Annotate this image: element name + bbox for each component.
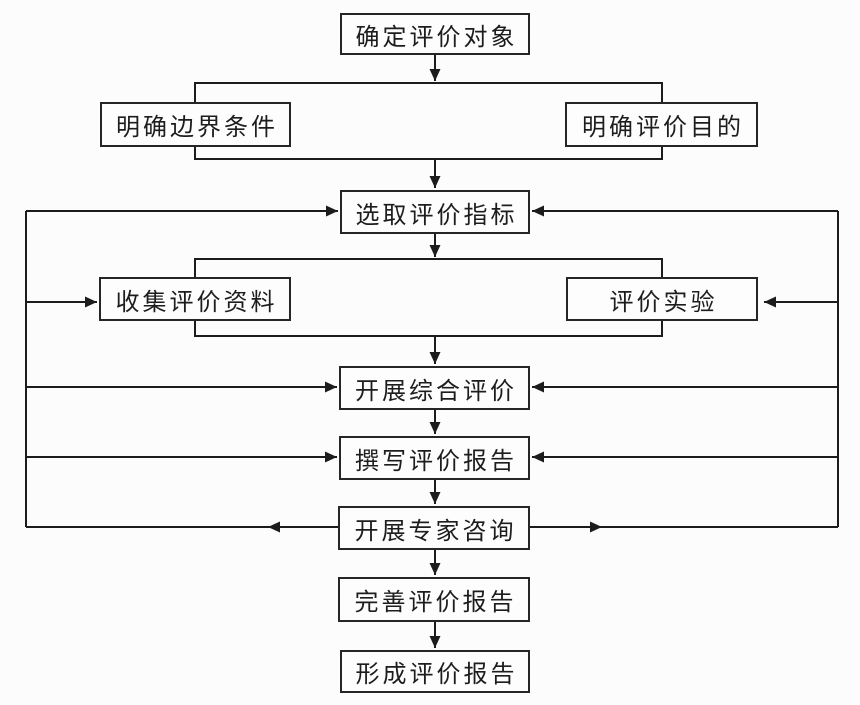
node-label: 评价实验: [609, 287, 718, 316]
node-label: 完善评价报告: [354, 588, 517, 616]
node-label: 选取评价指标: [355, 200, 518, 229]
node-label: 开展综合评价: [355, 376, 517, 405]
node-label: 明确边界条件: [116, 113, 278, 141]
node-label: 形成评价报告: [355, 660, 518, 688]
node-label: 收集评价资料: [115, 287, 278, 316]
node-clarify-boundary-conditions: 明确边界条件: [100, 102, 291, 147]
node-label: 明确评价目的: [582, 113, 744, 141]
node-improve-evaluation-report: 完善评价报告: [338, 577, 530, 622]
node-evaluation-experiment: 评价实验: [566, 277, 758, 321]
node-collect-evaluation-materials: 收集评价资料: [99, 277, 291, 321]
node-clarify-evaluation-purpose: 明确评价目的: [565, 102, 758, 147]
node-conduct-comprehensive-evaluation: 开展综合评价: [339, 366, 530, 410]
node-label: 确定评价对象: [355, 22, 518, 51]
node-form-evaluation-report: 形成评价报告: [340, 650, 530, 693]
node-determine-evaluation-object: 确定评价对象: [340, 13, 530, 55]
node-label: 撰写评价报告: [355, 446, 517, 475]
node-select-evaluation-indicators: 选取评价指标: [340, 190, 530, 234]
node-write-evaluation-report: 撰写评价报告: [339, 436, 530, 480]
node-conduct-expert-consultation: 开展专家咨询: [338, 506, 530, 550]
node-label: 开展专家咨询: [354, 516, 517, 545]
